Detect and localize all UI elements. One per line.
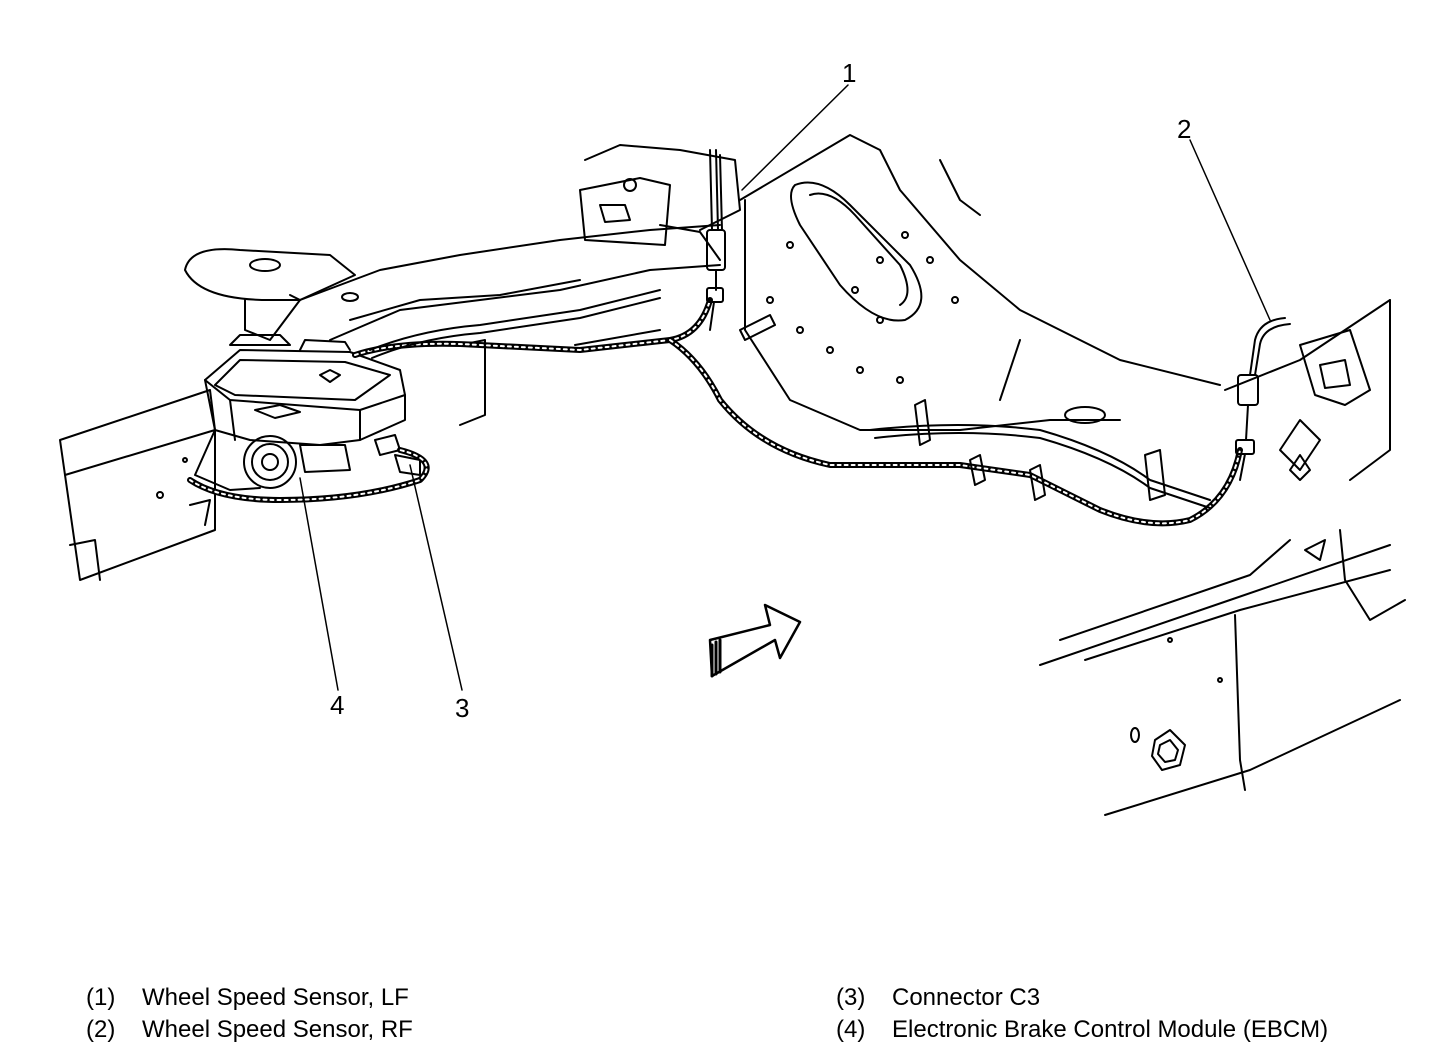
legend-item-number: (4) (836, 1016, 866, 1043)
engine-mount-bracket (579, 144, 741, 261)
callout-4: 4 (330, 690, 344, 720)
ebcm-harness-diagram: 1 2 3 4 (59, 58, 1406, 816)
left-frame-rail (59, 389, 216, 581)
wiring-harness (187, 289, 1311, 527)
legend-item-number: (2) (86, 1016, 116, 1043)
legend-left-column: (1) Wheel Speed Sensor, LF (2) Wheel Spe… (86, 982, 746, 1046)
legend-item: (3) Connector C3 (836, 982, 1456, 1014)
legend-item: (2) Wheel Speed Sensor, RF (86, 1014, 746, 1046)
legend-item: (1) Wheel Speed Sensor, LF (86, 982, 746, 1014)
legend-item: (4) Electronic Brake Control Module (EBC… (836, 1014, 1456, 1046)
legend-item-label: Connector C3 (892, 984, 1041, 1011)
legend-right-column: (3) Connector C3 (4) Electronic Brake Co… (836, 982, 1456, 1046)
ebcm-module (194, 334, 421, 491)
leader-line-4 (299, 477, 339, 691)
callout-2: 2 (1177, 114, 1191, 144)
callout-3: 3 (455, 693, 469, 723)
leader-line-1 (741, 84, 849, 191)
front-direction-arrow (708, 603, 802, 678)
legend-item-label: Wheel Speed Sensor, LF (142, 984, 409, 1011)
legend-item-label: Wheel Speed Sensor, RF (142, 1016, 413, 1043)
legend-item-number: (3) (836, 984, 866, 1011)
crossmember (184, 224, 721, 426)
wheel-speed-sensor-rf (1235, 317, 1291, 481)
leader-line-3 (409, 464, 463, 691)
legend-item-label: Electronic Brake Control Module (EBCM) (892, 1016, 1329, 1043)
leader-line-2 (1189, 139, 1271, 321)
legend-item-number: (1) (86, 984, 116, 1011)
leader-lines (299, 84, 1271, 691)
right-frame-section (1039, 299, 1406, 816)
center-frame-section (739, 134, 1221, 431)
callout-1: 1 (842, 58, 856, 88)
wheel-speed-sensor-lf (706, 149, 726, 331)
